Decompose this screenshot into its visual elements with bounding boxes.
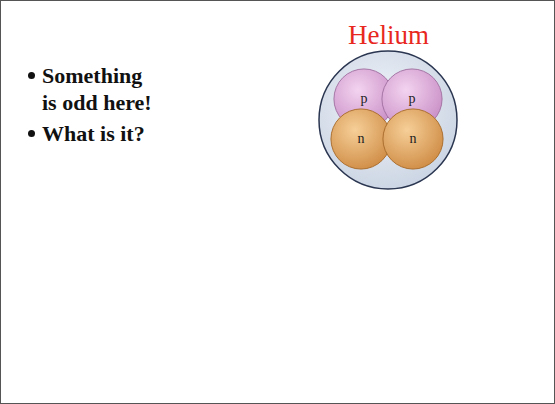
particle-label: p [409, 91, 416, 107]
neutron-ball: n [382, 108, 444, 170]
slide-title: Helium [348, 20, 429, 51]
bullet-text: What is it? [42, 120, 158, 147]
bullet-dot [28, 72, 35, 79]
bullet-dot [28, 130, 35, 137]
nucleus-outline [319, 51, 457, 189]
particle-label: n [358, 131, 365, 147]
bullet-text: Something is odd here! [42, 62, 158, 116]
bullet-item: Something is odd here! [28, 62, 178, 116]
particle-label: p [361, 91, 368, 107]
particle-label: n [410, 131, 417, 147]
bullet-item: What is it? [28, 120, 178, 147]
